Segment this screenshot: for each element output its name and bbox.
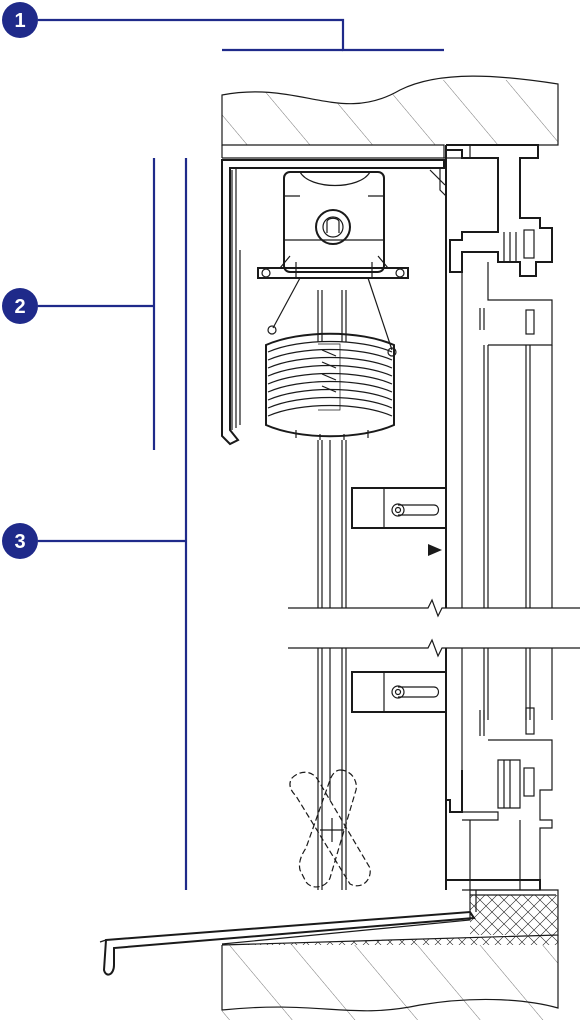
window-sill: [99, 889, 559, 976]
callout-2-label: 2: [14, 296, 25, 318]
guide-rail: [317, 290, 347, 890]
callout-1-label: 1: [14, 10, 25, 32]
break-lines: [288, 598, 580, 658]
callout-3-label: 3: [14, 531, 25, 553]
guide-bracket-lower: [351, 671, 447, 713]
window-frame: [445, 144, 553, 891]
callout-2-leader: [38, 158, 156, 450]
ladder-cords: [267, 277, 397, 357]
callout-1: 1: [2, 2, 38, 38]
sill-wall-section: [221, 935, 559, 1020]
callout-1-leader: [38, 18, 444, 52]
tilted-bottom-slat: [289, 769, 371, 888]
tilt-mechanism: [257, 171, 409, 279]
guide-bracket-upper: [351, 487, 447, 529]
callout-3-leader: [38, 158, 188, 890]
stacked-slats: [265, 332, 395, 440]
callout-2: 2: [2, 288, 38, 324]
callout-3: 3: [2, 523, 38, 559]
direction-arrow: [428, 544, 442, 556]
headrail-box: [221, 159, 447, 446]
